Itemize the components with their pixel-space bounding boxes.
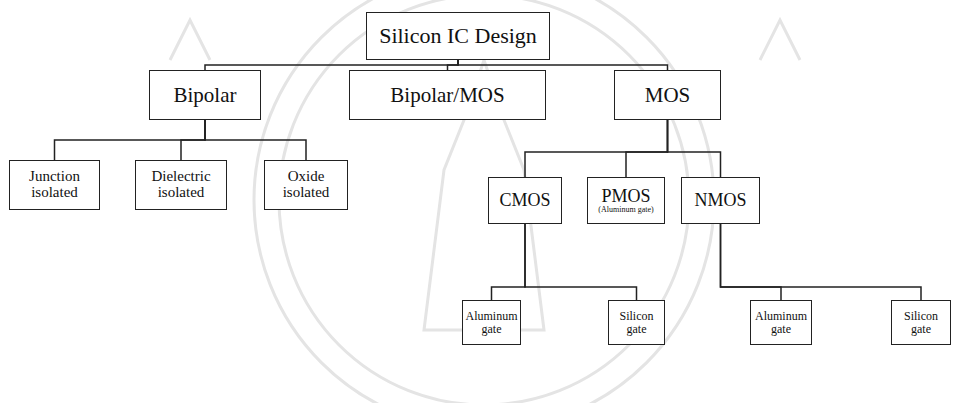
node-label: Bipolar (174, 84, 237, 106)
tree-connector (668, 120, 721, 177)
tree-connector (205, 120, 306, 160)
tree-connector (492, 224, 526, 300)
tree-connector (721, 224, 782, 300)
technology-box: CMOS (488, 177, 562, 224)
gate-box: Silicon gate (608, 300, 665, 345)
tree-connector (626, 120, 668, 177)
gate-box: Aluminum gate (750, 300, 812, 345)
node-label: Aluminum gate (465, 310, 518, 335)
node-label: Dielectric isolated (138, 169, 224, 201)
node-note: (Aluminum gate) (598, 206, 653, 214)
node-label: Aluminum gate (753, 310, 809, 335)
node-label: Silicon gate (894, 310, 948, 335)
tree-connector (525, 120, 668, 177)
node-label: Silicon gate (611, 310, 662, 335)
tree-connector (181, 120, 205, 160)
node-label: Junction isolated (12, 169, 97, 201)
tree-connector (525, 224, 637, 300)
node-label: Oxide isolated (267, 169, 345, 201)
node-label: PMOS (601, 187, 650, 206)
isolation-box: Junction isolated (9, 160, 100, 210)
gate-box: Aluminum gate (462, 300, 521, 345)
isolation-box: Dielectric isolated (135, 160, 227, 210)
gate-box: Silicon gate (891, 300, 951, 345)
technology-box: NMOS (681, 177, 760, 224)
category-box: MOS (614, 70, 721, 120)
node-label: Silicon IC Design (379, 24, 537, 47)
technology-box: PMOS(Aluminum gate) (587, 177, 665, 224)
isolation-box: Oxide isolated (264, 160, 348, 210)
tree-connector (448, 60, 459, 70)
node-label: NMOS (694, 191, 746, 210)
root-box: Silicon IC Design (366, 12, 550, 60)
tree-connector (205, 60, 458, 70)
node-label: Bipolar/MOS (390, 84, 504, 106)
tree-connector (55, 120, 206, 160)
node-label: CMOS (499, 191, 550, 210)
tree-connector (721, 224, 922, 300)
tree-connector (458, 60, 668, 70)
category-box: Bipolar (149, 70, 261, 120)
category-box: Bipolar/MOS (349, 70, 546, 120)
node-label: MOS (645, 84, 691, 106)
